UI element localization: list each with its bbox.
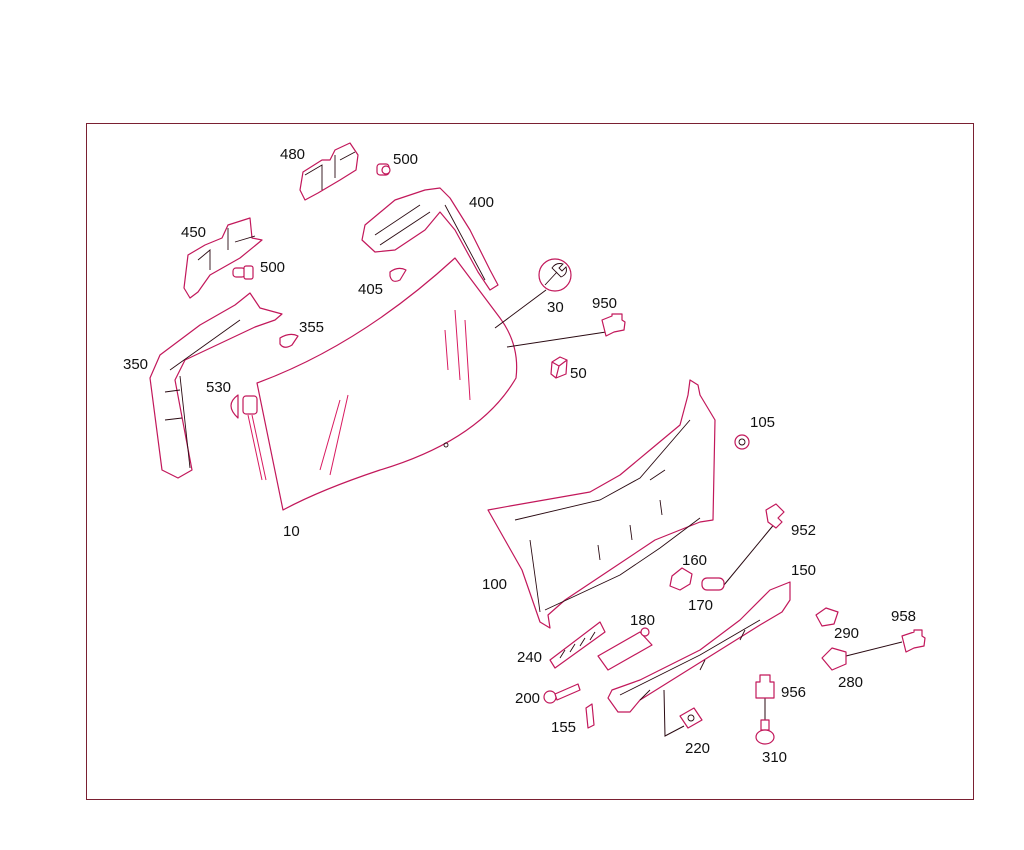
label-350[interactable]: 350 [123,356,149,373]
part-220-nut[interactable] [679,707,703,729]
part-350-pillar-trim[interactable] [149,292,283,479]
label-500-top[interactable]: 500 [393,151,419,168]
label-500-mid[interactable]: 500 [260,259,286,276]
part-405-clip[interactable] [389,267,407,282]
label-355[interactable]: 355 [299,319,325,336]
part-950-connector[interactable] [601,313,626,337]
part-400-pillar-trim[interactable] [361,187,499,291]
label-180[interactable]: 180 [630,612,656,629]
label-160[interactable]: 160 [682,552,708,569]
label-10[interactable]: 10 [283,523,300,540]
label-310[interactable]: 310 [762,749,788,766]
part-50-block[interactable] [550,356,568,379]
part-450-bracket[interactable] [183,217,263,299]
part-180-handle[interactable] [597,627,653,671]
label-150[interactable]: 150 [791,562,817,579]
wrench-icon [538,258,572,292]
label-400[interactable]: 400 [469,194,495,211]
part-100-tailgate-trim-upper[interactable] [487,379,716,629]
label-50[interactable]: 50 [570,365,587,382]
label-105[interactable]: 105 [750,414,776,431]
part-160-lamp-socket[interactable] [669,567,693,591]
part-480-bracket[interactable] [299,142,359,201]
part-500-clip-top[interactable] [376,163,391,176]
part-155-clip[interactable] [585,703,595,729]
label-958[interactable]: 958 [891,608,917,625]
part-280-switch[interactable] [821,647,847,671]
part-200-screw[interactable] [543,683,581,704]
label-100[interactable]: 100 [482,576,508,593]
part-956-connector[interactable] [755,674,775,699]
diagram-frame [86,123,974,800]
label-280[interactable]: 280 [838,674,864,691]
part-240-switch[interactable] [549,621,606,669]
part-952-connector[interactable] [765,503,785,529]
label-950[interactable]: 950 [592,295,618,312]
part-500-clip-mid[interactable] [232,265,254,280]
part-958-connector[interactable] [901,629,926,653]
label-480[interactable]: 480 [280,146,306,163]
label-405[interactable]: 405 [358,281,384,298]
label-952[interactable]: 952 [791,522,817,539]
label-240[interactable]: 240 [517,649,543,666]
label-290[interactable]: 290 [834,625,860,642]
part-150-lower-panel[interactable] [607,581,791,713]
label-956[interactable]: 956 [781,684,807,701]
label-30[interactable]: 30 [547,299,564,316]
label-530[interactable]: 530 [206,379,232,396]
label-450[interactable]: 450 [181,224,207,241]
part-310-cap[interactable] [755,719,775,745]
label-170[interactable]: 170 [688,597,714,614]
part-530-stopper[interactable] [230,394,267,481]
label-220[interactable]: 220 [685,740,711,757]
label-155[interactable]: 155 [551,719,577,736]
part-355-clip[interactable] [279,333,299,348]
part-170-bulb[interactable] [701,577,725,591]
part-10-rear-window-glass[interactable] [256,257,518,511]
part-290-clip[interactable] [815,607,839,627]
part-105-grommet[interactable] [734,434,750,450]
label-200[interactable]: 200 [515,690,541,707]
